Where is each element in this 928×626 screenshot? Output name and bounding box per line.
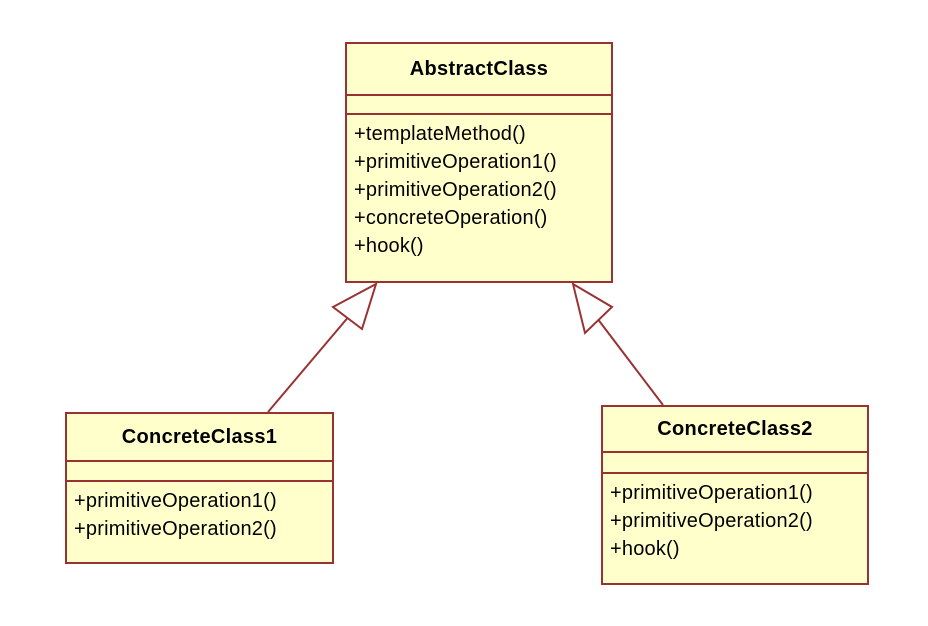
- class-box-concreteclass1: ConcreteClass1 +primitiveOperation1() +p…: [65, 412, 334, 564]
- method-item: +hook(): [610, 538, 680, 560]
- methods-compartment: +templateMethod() +primitiveOperation1()…: [347, 115, 611, 281]
- methods-compartment: +primitiveOperation1() +primitiveOperati…: [67, 482, 332, 562]
- methods-compartment: +primitiveOperation1() +primitiveOperati…: [603, 474, 867, 583]
- hollow-triangle-arrowhead-icon: [331, 281, 378, 331]
- method-item: +primitiveOperation1(): [74, 490, 277, 512]
- class-name: ConcreteClass1: [67, 414, 332, 462]
- attributes-compartment: [347, 96, 611, 115]
- method-item: +concreteOperation(): [354, 207, 548, 229]
- attributes-compartment: [67, 462, 332, 482]
- method-item: +primitiveOperation2(): [610, 510, 813, 532]
- class-box-abstractclass: AbstractClass +templateMethod() +primiti…: [345, 42, 613, 283]
- inheritance-line: [597, 319, 664, 406]
- class-name: ConcreteClass2: [603, 407, 867, 453]
- method-item: +primitiveOperation2(): [354, 179, 557, 201]
- generalization-arrow-concreteclass2: [571, 281, 664, 406]
- class-name: AbstractClass: [347, 44, 611, 96]
- hollow-triangle-arrowhead-icon: [571, 281, 614, 335]
- method-item: +primitiveOperation1(): [354, 151, 557, 173]
- inheritance-line: [267, 317, 349, 413]
- method-item: +primitiveOperation1(): [610, 482, 813, 504]
- generalization-arrow-concreteclass1: [267, 281, 378, 413]
- method-item: +hook(): [354, 235, 424, 257]
- method-item: +primitiveOperation2(): [74, 518, 277, 540]
- method-item: +templateMethod(): [354, 123, 526, 145]
- class-box-concreteclass2: ConcreteClass2 +primitiveOperation1() +p…: [601, 405, 869, 585]
- attributes-compartment: [603, 453, 867, 474]
